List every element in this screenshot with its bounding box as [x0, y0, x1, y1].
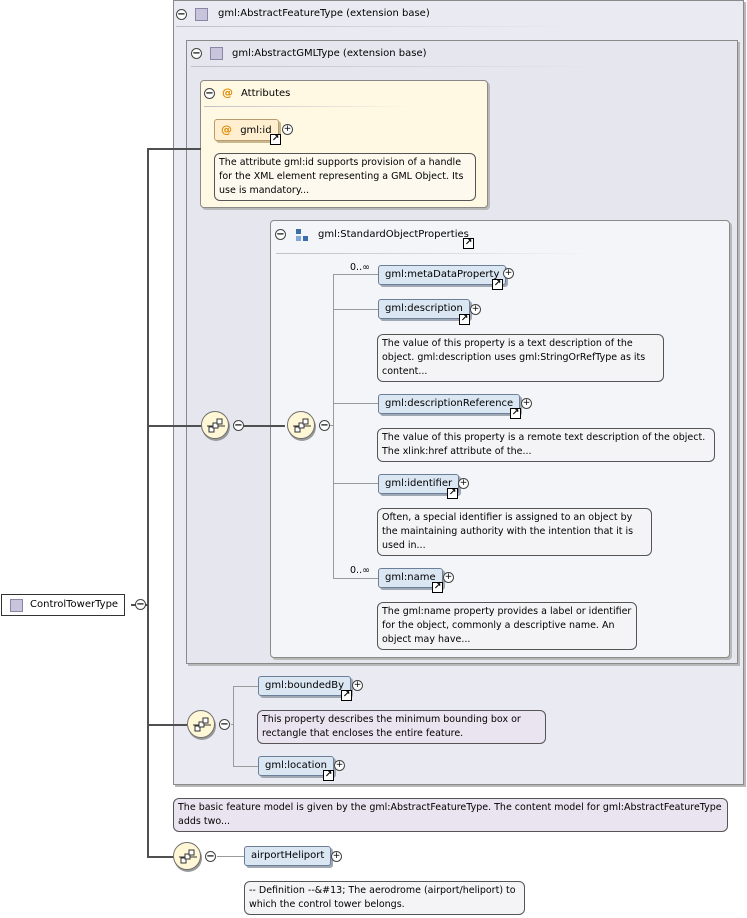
connector-line — [330, 425, 334, 426]
sequence-compositor-icon[interactable] — [201, 411, 229, 439]
connector-line — [147, 856, 173, 858]
connector-line — [333, 403, 378, 404]
connector-line — [147, 724, 187, 726]
attribute-at-icon: @ — [222, 86, 233, 99]
attribute-at-icon: @ — [221, 123, 232, 136]
expand-icon[interactable]: + — [331, 851, 342, 862]
connector-line — [243, 425, 285, 427]
collapse-icon[interactable]: − — [204, 88, 215, 99]
connector-line — [233, 686, 234, 766]
abstract-feature-type-title: gml:AbstractFeatureType (extension base) — [218, 8, 430, 19]
connector-line — [147, 148, 149, 858]
link-arrow-icon[interactable]: ↗ — [447, 488, 458, 499]
multiplicity-label: 0..∞ — [350, 262, 370, 273]
collapse-icon[interactable]: − — [205, 851, 216, 862]
element-bounded-by[interactable]: gml:boundedBy — [258, 676, 352, 696]
control-tower-type-root[interactable]: ControlTowerType — [1, 594, 126, 616]
collapse-icon[interactable]: − — [319, 420, 330, 431]
collapse-icon[interactable]: − — [219, 719, 230, 730]
collapse-icon[interactable]: − — [275, 229, 286, 240]
element-label: gml:description — [385, 303, 463, 314]
root-label: ControlTowerType — [30, 599, 119, 610]
sequence-compositor-icon[interactable] — [187, 710, 215, 738]
airport-heliport-documentation: -- Definition --&#13; The aerodrome (air… — [244, 881, 525, 915]
link-arrow-icon[interactable]: ↗ — [510, 408, 521, 419]
header-divider — [204, 106, 414, 107]
link-arrow-icon[interactable]: ↗ — [270, 134, 281, 145]
collapse-icon[interactable]: − — [176, 9, 187, 20]
name-documentation: The gml:name property provides a label o… — [377, 602, 637, 650]
description-reference-documentation: The value of this property is a remote t… — [377, 428, 715, 462]
sequence-compositor-icon[interactable] — [287, 411, 315, 439]
model-group-icon — [295, 228, 309, 242]
link-arrow-icon[interactable]: ↗ — [492, 279, 503, 290]
header-divider — [191, 66, 601, 67]
element-label: gml:metaDataProperty — [385, 269, 500, 280]
header-divider — [276, 253, 596, 254]
element-label: gml:descriptionReference — [385, 398, 514, 409]
element-name[interactable]: gml:name — [378, 568, 443, 588]
connector-line — [217, 856, 244, 857]
identifier-documentation: Often, a special identifier is assigned … — [377, 508, 652, 556]
multiplicity-label: 0..∞ — [350, 565, 370, 576]
expand-icon[interactable]: + — [503, 268, 514, 279]
connector-line — [147, 148, 201, 150]
standard-object-properties-title: gml:StandardObjectProperties — [318, 229, 469, 240]
complex-type-icon — [210, 47, 223, 60]
expand-icon[interactable]: + — [443, 572, 454, 583]
connector-line — [233, 766, 258, 767]
link-arrow-icon[interactable]: ↗ — [432, 582, 443, 593]
connector-line — [333, 274, 378, 275]
element-label: airportHeliport — [251, 850, 325, 861]
element-airport-heliport[interactable]: airportHeliport — [244, 846, 332, 866]
gml-id-label: gml:id — [240, 125, 272, 136]
abstract-gml-type-title: gml:AbstractGMLType (extension base) — [232, 48, 427, 59]
expand-icon[interactable]: + — [352, 680, 363, 691]
element-label: gml:identifier — [385, 478, 453, 489]
collapse-icon[interactable]: − — [233, 420, 244, 431]
link-arrow-icon[interactable]: ↗ — [463, 238, 474, 249]
abstract-feature-type-documentation: The basic feature model is given by the … — [173, 798, 728, 832]
gml-id-attribute[interactable]: @ gml:id — [214, 119, 279, 141]
expand-icon[interactable]: + — [458, 478, 469, 489]
sequence-compositor-icon[interactable] — [173, 842, 201, 870]
connector-line — [231, 724, 234, 725]
expand-icon[interactable]: + — [470, 304, 481, 315]
connector-line — [333, 274, 334, 578]
link-arrow-icon[interactable]: ↗ — [459, 314, 470, 325]
link-arrow-icon[interactable]: ↗ — [323, 770, 334, 781]
element-location[interactable]: gml:location — [258, 756, 334, 776]
expand-icon[interactable]: + — [521, 398, 532, 409]
element-description[interactable]: gml:description — [378, 299, 470, 319]
attributes-title: Attributes — [241, 88, 291, 99]
connector-line — [333, 578, 378, 579]
element-metadataproperty[interactable]: gml:metaDataProperty — [378, 265, 507, 285]
link-arrow-icon[interactable]: ↗ — [341, 690, 352, 701]
expand-icon[interactable]: + — [334, 760, 345, 771]
connector-line — [333, 309, 378, 310]
connector-line — [233, 686, 258, 687]
connector-line — [333, 483, 378, 484]
expand-icon[interactable]: + — [282, 124, 293, 135]
gml-id-documentation: The attribute gml:id supports provision … — [214, 153, 476, 201]
element-label: gml:name — [385, 572, 436, 583]
bounded-by-documentation: This property describes the minimum boun… — [257, 710, 546, 744]
connector-line — [147, 425, 201, 427]
element-description-reference[interactable]: gml:descriptionReference — [378, 394, 521, 414]
element-label: gml:location — [265, 760, 327, 771]
complex-type-icon — [10, 599, 23, 612]
element-label: gml:boundedBy — [265, 680, 345, 691]
complex-type-icon — [195, 8, 208, 21]
description-documentation: The value of this property is a text des… — [377, 334, 664, 382]
header-divider — [176, 26, 576, 27]
collapse-icon[interactable]: − — [191, 48, 202, 59]
collapse-icon[interactable]: − — [135, 599, 146, 610]
